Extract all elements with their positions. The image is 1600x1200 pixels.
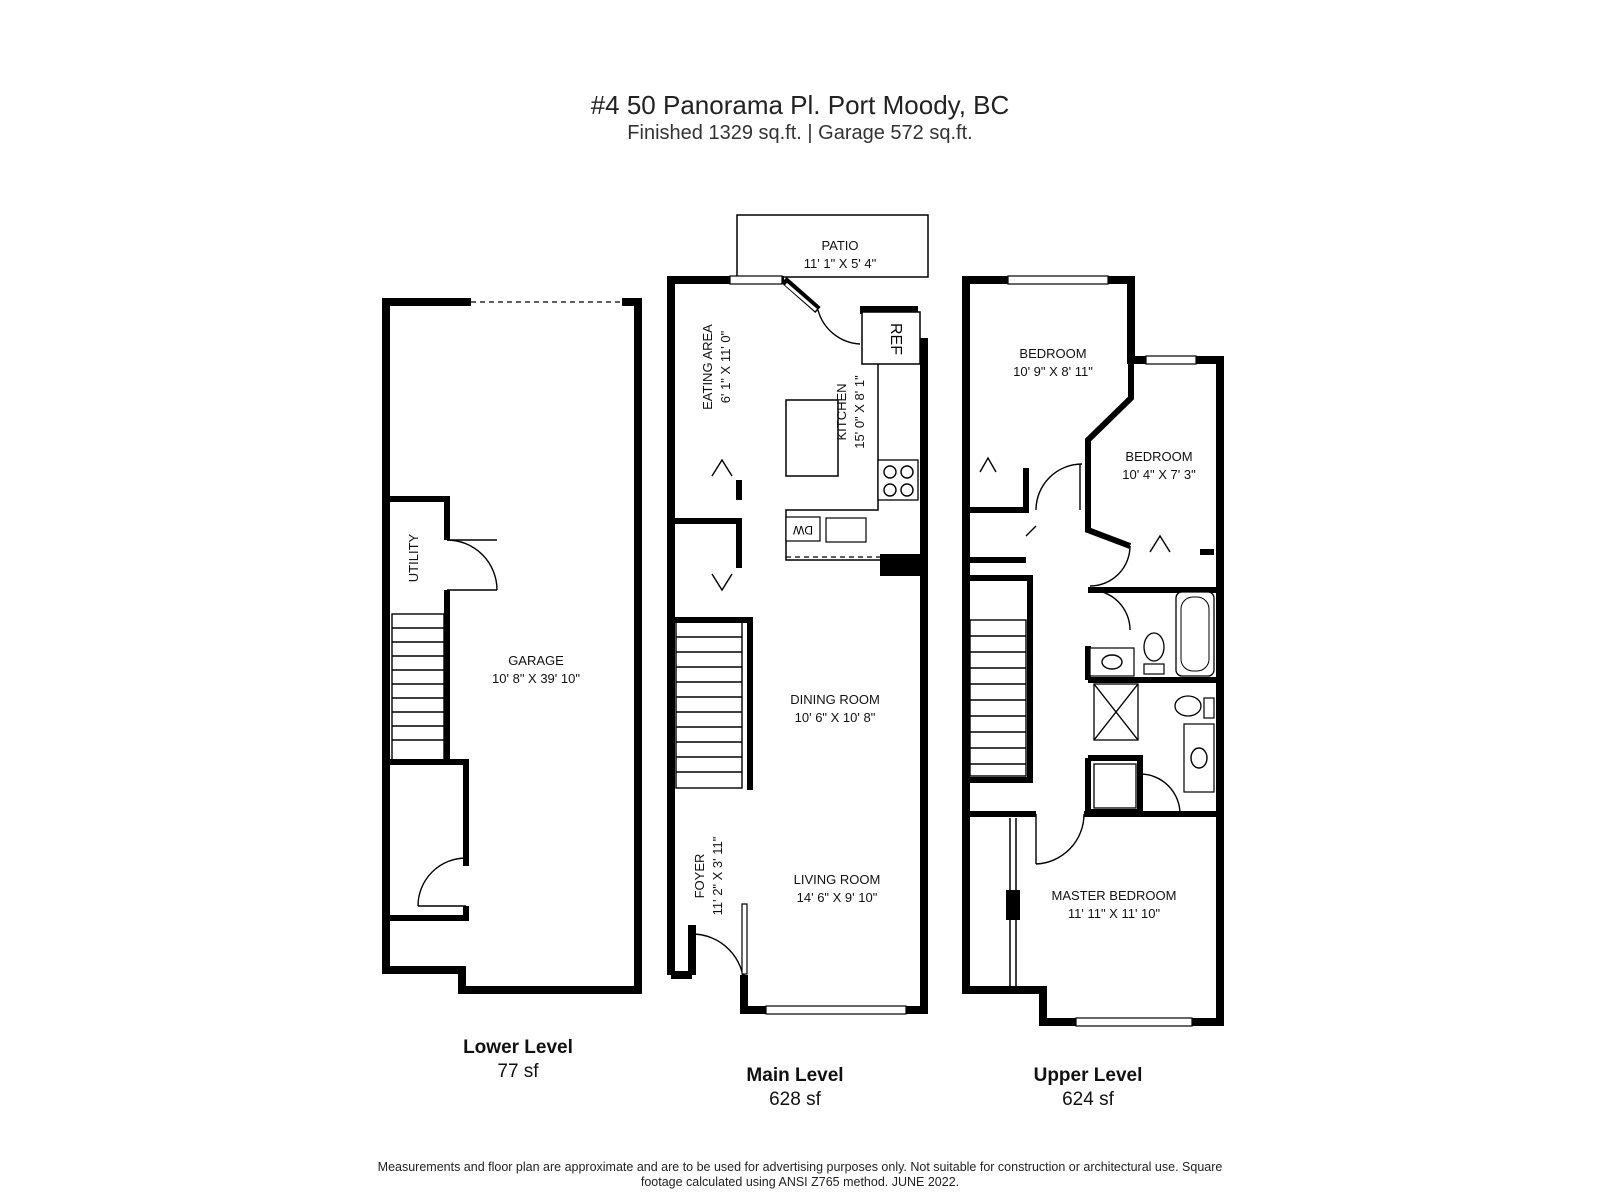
kitchen-island — [785, 399, 839, 477]
vanity-ensuite — [1183, 723, 1215, 793]
bedroom-2-door-swing — [1089, 545, 1131, 587]
area-summary: Finished 1329 sq.ft. | Garage 572 sq.ft. — [627, 122, 973, 144]
storage-door-swing — [417, 857, 467, 907]
master-bedroom-label: MASTER BEDROOM — [1052, 888, 1177, 903]
bedroom-window — [1007, 275, 1109, 285]
kitchen-column — [880, 554, 920, 576]
dishwasher — [785, 516, 821, 542]
toilet-main-bath — [1143, 632, 1165, 662]
closet-door-lower — [711, 573, 733, 592]
kitchen-label: KITCHEN — [834, 383, 849, 440]
toilet-ensuite — [1174, 695, 1202, 717]
dishwasher-label: DW — [792, 523, 813, 537]
patio-outline — [736, 214, 929, 278]
bedroom-2-window — [1145, 355, 1197, 365]
ensuite-door-swing — [1139, 773, 1181, 815]
garage-dims: 10' 8" X 39' 10" — [492, 671, 580, 686]
upper-level-area: 624 sf — [1062, 1089, 1114, 1110]
bath-door-swing — [1089, 589, 1131, 631]
upper-stairs — [969, 619, 1027, 777]
bedroom-1-closet-door — [979, 456, 997, 473]
living-room-dims: 14' 6" X 9' 10" — [797, 890, 878, 905]
bedroom-1-door-swing — [1035, 463, 1083, 511]
patio-label: PATIO — [821, 238, 858, 253]
fridge — [861, 311, 921, 365]
lower-level-plan: UTILITY GARAGE 10' 8" X 39' 10" — [382, 298, 642, 994]
utility-label: UTILITY — [406, 533, 421, 582]
garage-label: GARAGE — [508, 653, 564, 668]
bedroom-1-dims: 10' 9" X 8' 11" — [1013, 364, 1093, 379]
dining-room-dims: 10' 6" X 10' 8" — [795, 710, 876, 725]
main-stairs — [675, 621, 743, 789]
utility-door-swing — [446, 539, 498, 591]
kitchen-sink — [825, 517, 867, 543]
living-room-label: LIVING ROOM — [794, 872, 881, 887]
main-level-plan: PATIO 11' 1" X 5' 4" REF DW — [667, 214, 929, 1015]
address-title: #4 50 Panorama Pl. Port Moody, BC — [590, 90, 1010, 120]
patio-dims: 11' 1" X 5' 4" — [804, 256, 877, 271]
living-window — [765, 1005, 907, 1015]
vanity-main-bath — [1089, 647, 1135, 677]
dining-room-label: DINING ROOM — [790, 692, 880, 707]
fridge-label: REF — [887, 323, 904, 355]
front-door-swing — [691, 933, 745, 987]
master-door-swing — [1035, 813, 1085, 865]
master-window — [1075, 1017, 1193, 1027]
disclaimer-text: Measurements and floor plan are approxim… — [377, 1160, 1223, 1189]
foyer-closet-panel — [741, 903, 748, 975]
bathtub — [1175, 591, 1215, 677]
foyer-dims: 11' 2" X 3' 11" — [710, 836, 725, 915]
lower-level-name: Lower Level — [463, 1037, 573, 1058]
bedroom-2-label: BEDROOM — [1125, 449, 1192, 464]
closet-door-upper — [711, 458, 733, 477]
patio-door-swing — [817, 309, 861, 345]
main-level-area: 628 sf — [769, 1089, 821, 1110]
upper-level-plan: BEDROOM 10' 9" X 8' 11" BEDROOM 10' 4" X… — [962, 275, 1224, 1027]
eating-area-dims: 6' 1" X 11' 0" — [718, 330, 733, 403]
bedroom-2-closet-door — [1149, 534, 1171, 553]
lower-stairs — [391, 613, 445, 763]
master-closet-divider — [1006, 890, 1020, 920]
bedroom-2-dims: 10' 4" X 7' 3" — [1122, 467, 1196, 482]
bedroom-1-label: BEDROOM — [1019, 346, 1086, 361]
main-level-name: Main Level — [746, 1065, 843, 1086]
eating-area-label: EATING AREA — [700, 324, 715, 410]
eating-window — [729, 275, 783, 285]
foyer-label: FOYER — [692, 854, 707, 899]
master-bedroom-dims: 11' 11" X 11' 10" — [1068, 906, 1161, 921]
patio-door-glass — [785, 282, 817, 312]
linen-cabinet — [1093, 763, 1137, 809]
kitchen-dims: 15' 0" X 8' 1" — [852, 375, 867, 449]
lower-level-area: 77 sf — [497, 1061, 539, 1082]
upper-level-name: Upper Level — [1034, 1065, 1143, 1086]
